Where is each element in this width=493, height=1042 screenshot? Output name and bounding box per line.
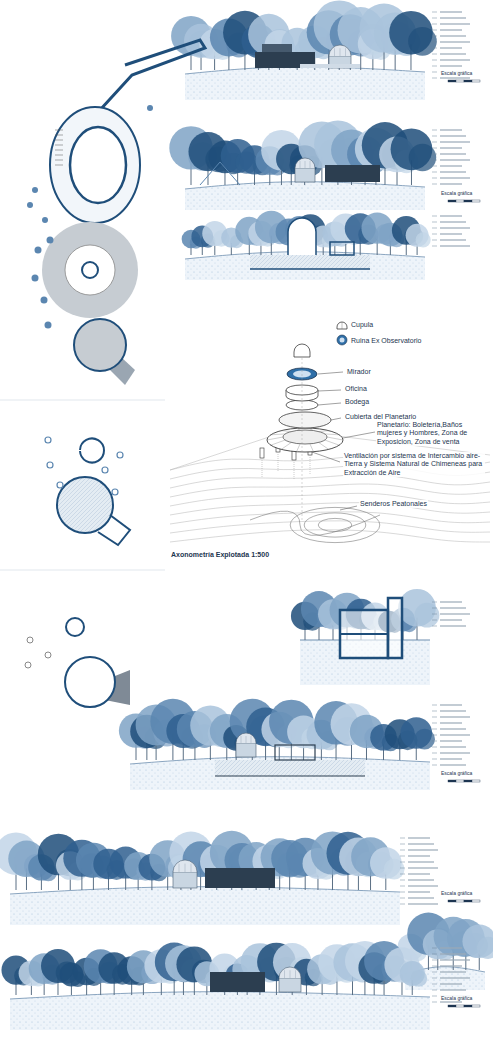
- annotation-label: Bodega: [344, 398, 370, 406]
- annotation-label: Oficina: [344, 385, 368, 393]
- legend-item: Cupula: [336, 318, 373, 330]
- elevation: [119, 699, 435, 790]
- legend-label: Cupula: [351, 321, 373, 328]
- elevation: [169, 120, 436, 210]
- elevation: [0, 831, 405, 925]
- drawing-title: Axonometría Explotada 1:500: [170, 551, 270, 559]
- exploded-axonometric: [170, 344, 490, 543]
- legend-label: Ruina Ex Observatorio: [351, 337, 421, 344]
- annotation-label: Ventilación por sistema de Intercambio a…: [343, 452, 485, 477]
- elevation: [182, 211, 431, 280]
- scale-label: Escala gráfica: [440, 995, 473, 1001]
- elevation: [171, 0, 437, 100]
- legend-swatch: [336, 334, 348, 346]
- annotation-label: Planetario: Boletería,Baños mujeres y Ho…: [376, 421, 490, 446]
- annotation-label: Senderos Peatonales: [359, 500, 428, 508]
- elevation: [1, 941, 430, 1030]
- legend-symbol: [336, 318, 348, 330]
- annotation-label: Mirador: [346, 368, 372, 376]
- scale-label: Escala gráfica: [440, 770, 473, 776]
- legend-item: Ruina Ex Observatorio: [336, 334, 421, 346]
- scale-label: Escala gráfica: [440, 70, 473, 76]
- scale-label: Escala gráfica: [440, 190, 473, 196]
- plans: [0, 40, 205, 707]
- section-detail: [291, 589, 470, 685]
- scale-label: Escala gráfica: [440, 890, 473, 896]
